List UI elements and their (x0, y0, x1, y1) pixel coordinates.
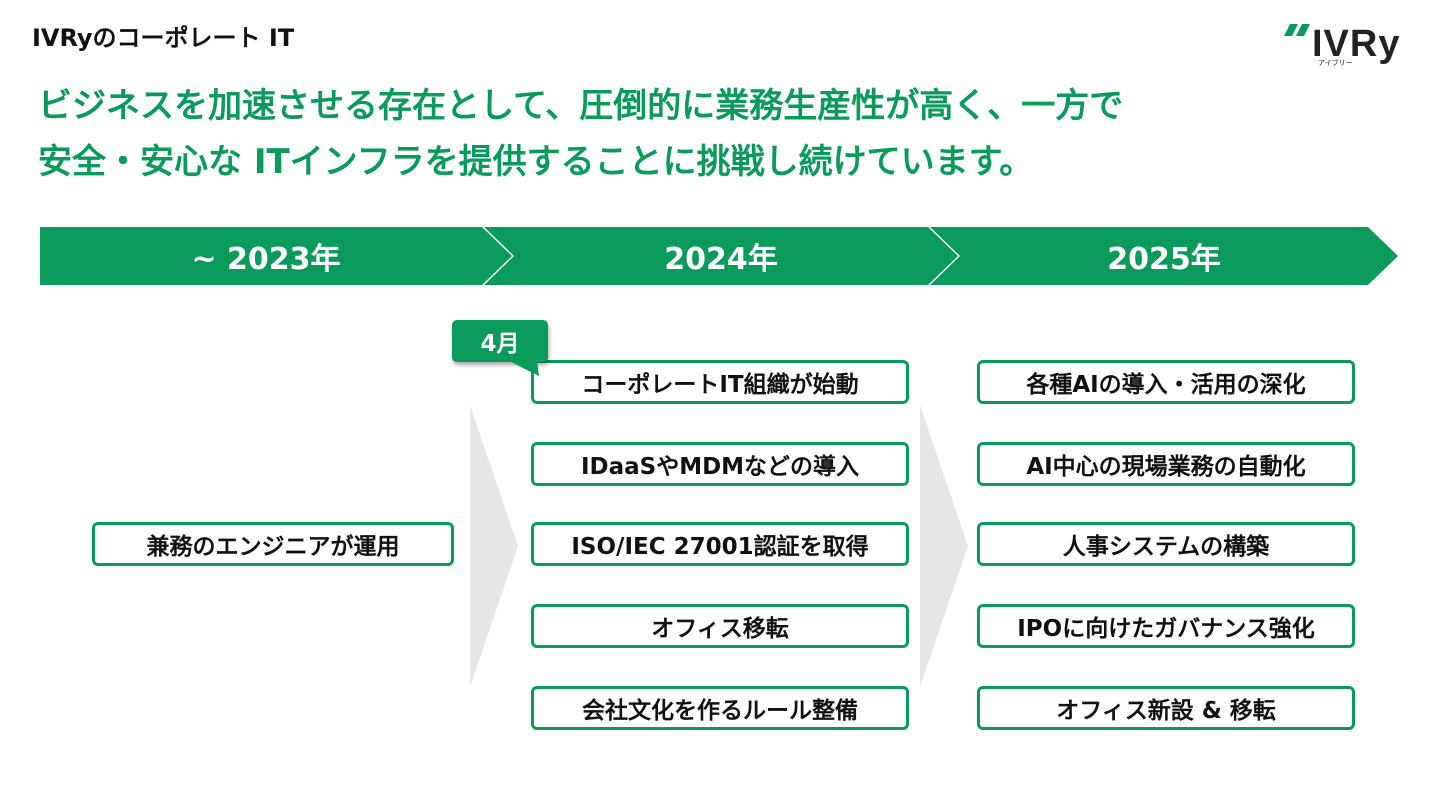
chevron-shape (930, 227, 1398, 285)
page-header-title: IVRyのコーポレート IT (32, 24, 295, 52)
item-2024: IDaaSやMDMなどの導入 (531, 442, 909, 486)
timeline-label-2025: 2025年 (1107, 242, 1221, 277)
item-2025: オフィス新設 & 移転 (977, 686, 1355, 730)
headline-line-1: ビジネスを加速させる存在として、圧倒的に業務生産性が高く、一方で (38, 86, 1124, 126)
badge-tail-shape (507, 360, 539, 376)
logo-subtext: アイブリー (1318, 59, 1353, 67)
headline: ビジネスを加速させる存在として、圧倒的に業務生産性が高く、一方で 安全・安心な … (38, 78, 1123, 190)
item-2025: IPOに向けたガバナンス強化 (977, 604, 1355, 648)
item-2025: 人事システムの構築 (977, 522, 1355, 566)
item-2024: 会社文化を作るルール整備 (531, 686, 909, 730)
month-badge: 4月 (452, 320, 548, 362)
ivry-logo-mark-icon (1284, 24, 1310, 36)
timeline-chevron-2025: 2025年 (930, 227, 1398, 285)
item-2024: コーポレートIT組織が始動 (531, 360, 909, 404)
headline-line-2: 安全・安心な ITインフラを提供することに挑戦し続けています。 (38, 142, 1034, 182)
timeline-label-2023: ~ 2023年 (191, 242, 341, 277)
transition-arrow-2 (920, 405, 968, 687)
chevron-shape (484, 227, 958, 285)
timeline-chevron-2023: ~ 2023年 (40, 227, 512, 285)
item-2025: AI中心の現場業務の自動化 (977, 442, 1355, 486)
timeline-label-2024: 2024年 (664, 242, 778, 277)
ivry-logo: IVRy アイブリー (1284, 22, 1414, 68)
item-2024: オフィス移転 (531, 604, 909, 648)
transition-arrow-1 (470, 405, 518, 687)
phase-2023-item: 兼務のエンジニアが運用 (92, 522, 454, 566)
timeline-chevron-2024: 2024年 (484, 227, 958, 285)
chevron-shape (40, 227, 512, 285)
logo-wordmark: IVRy (1312, 23, 1401, 65)
item-2025: 各種AIの導入・活用の深化 (977, 360, 1355, 404)
item-2024: ISO/IEC 27001認証を取得 (531, 522, 909, 566)
